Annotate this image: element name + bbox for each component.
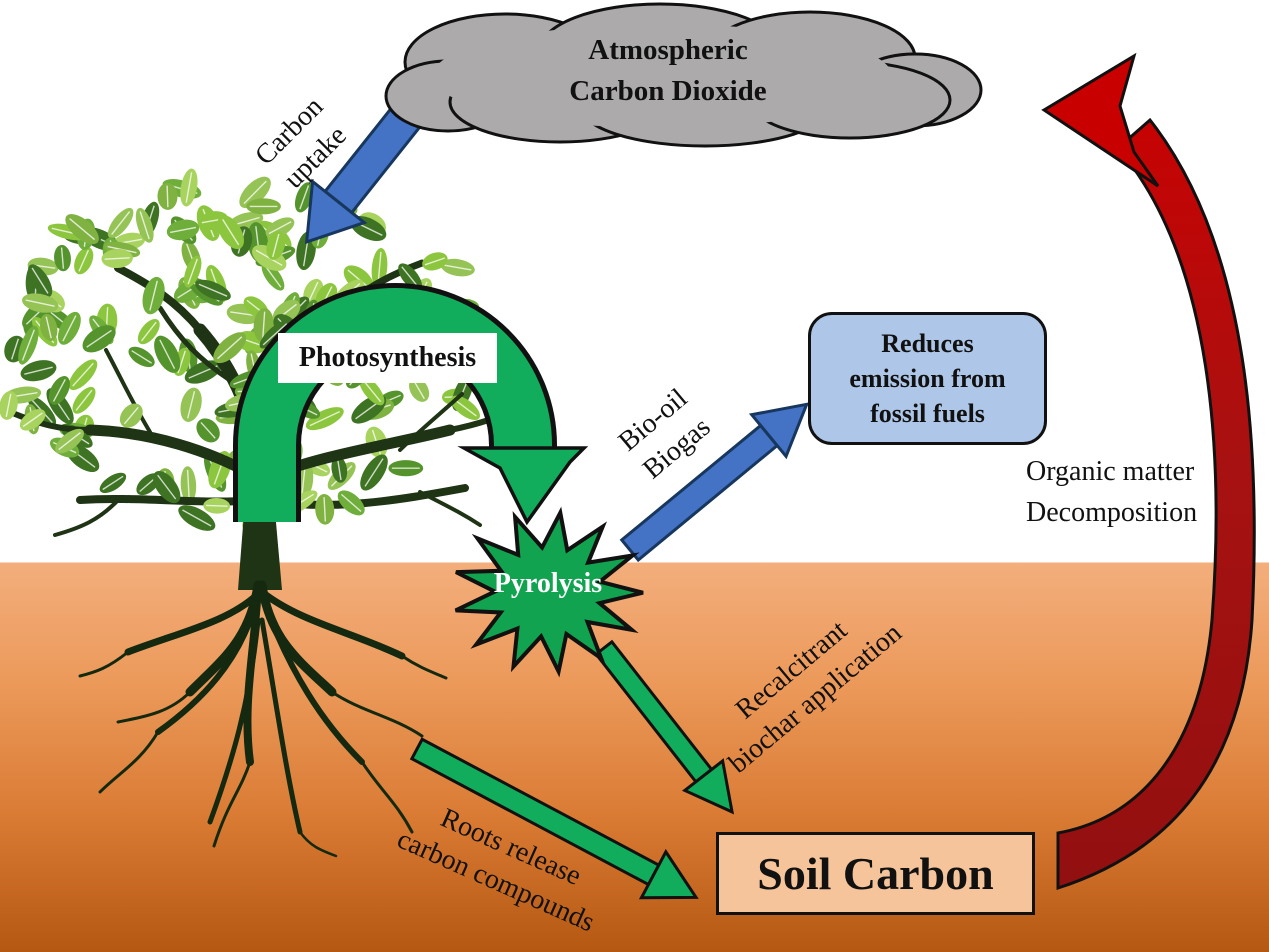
reduces-emission-box: Reduces emission from fossil fuels — [808, 312, 1047, 445]
organic-matter-decomposition-label: Organic matter Decomposition — [1026, 456, 1198, 528]
decomposition-arrowhead — [1041, 52, 1160, 188]
photosynthesis-arrow — [233, 283, 589, 526]
roots-release-arrow — [409, 737, 699, 900]
pyrolysis-starburst — [454, 506, 644, 678]
reduces-emission-label: Reduces emission from fossil fuels — [849, 328, 1006, 429]
carbon-uptake-arrow — [304, 99, 426, 245]
photosynthesis-label: Photosynthesis — [278, 333, 497, 383]
soil-carbon-box: Soil Carbon — [716, 832, 1035, 915]
atmospheric-co2-label: Atmospheric Carbon Dioxide — [569, 34, 767, 107]
tree-roots — [78, 580, 448, 858]
bio-oil-arrow — [619, 402, 810, 563]
recalcitrant-arrow — [594, 639, 735, 815]
decomposition-arrow — [1041, 52, 1256, 891]
soil-carbon-label: Soil Carbon — [757, 848, 994, 899]
cloud-shape — [384, 2, 983, 148]
pyrolysis-label: Pyrolysis — [493, 568, 603, 599]
